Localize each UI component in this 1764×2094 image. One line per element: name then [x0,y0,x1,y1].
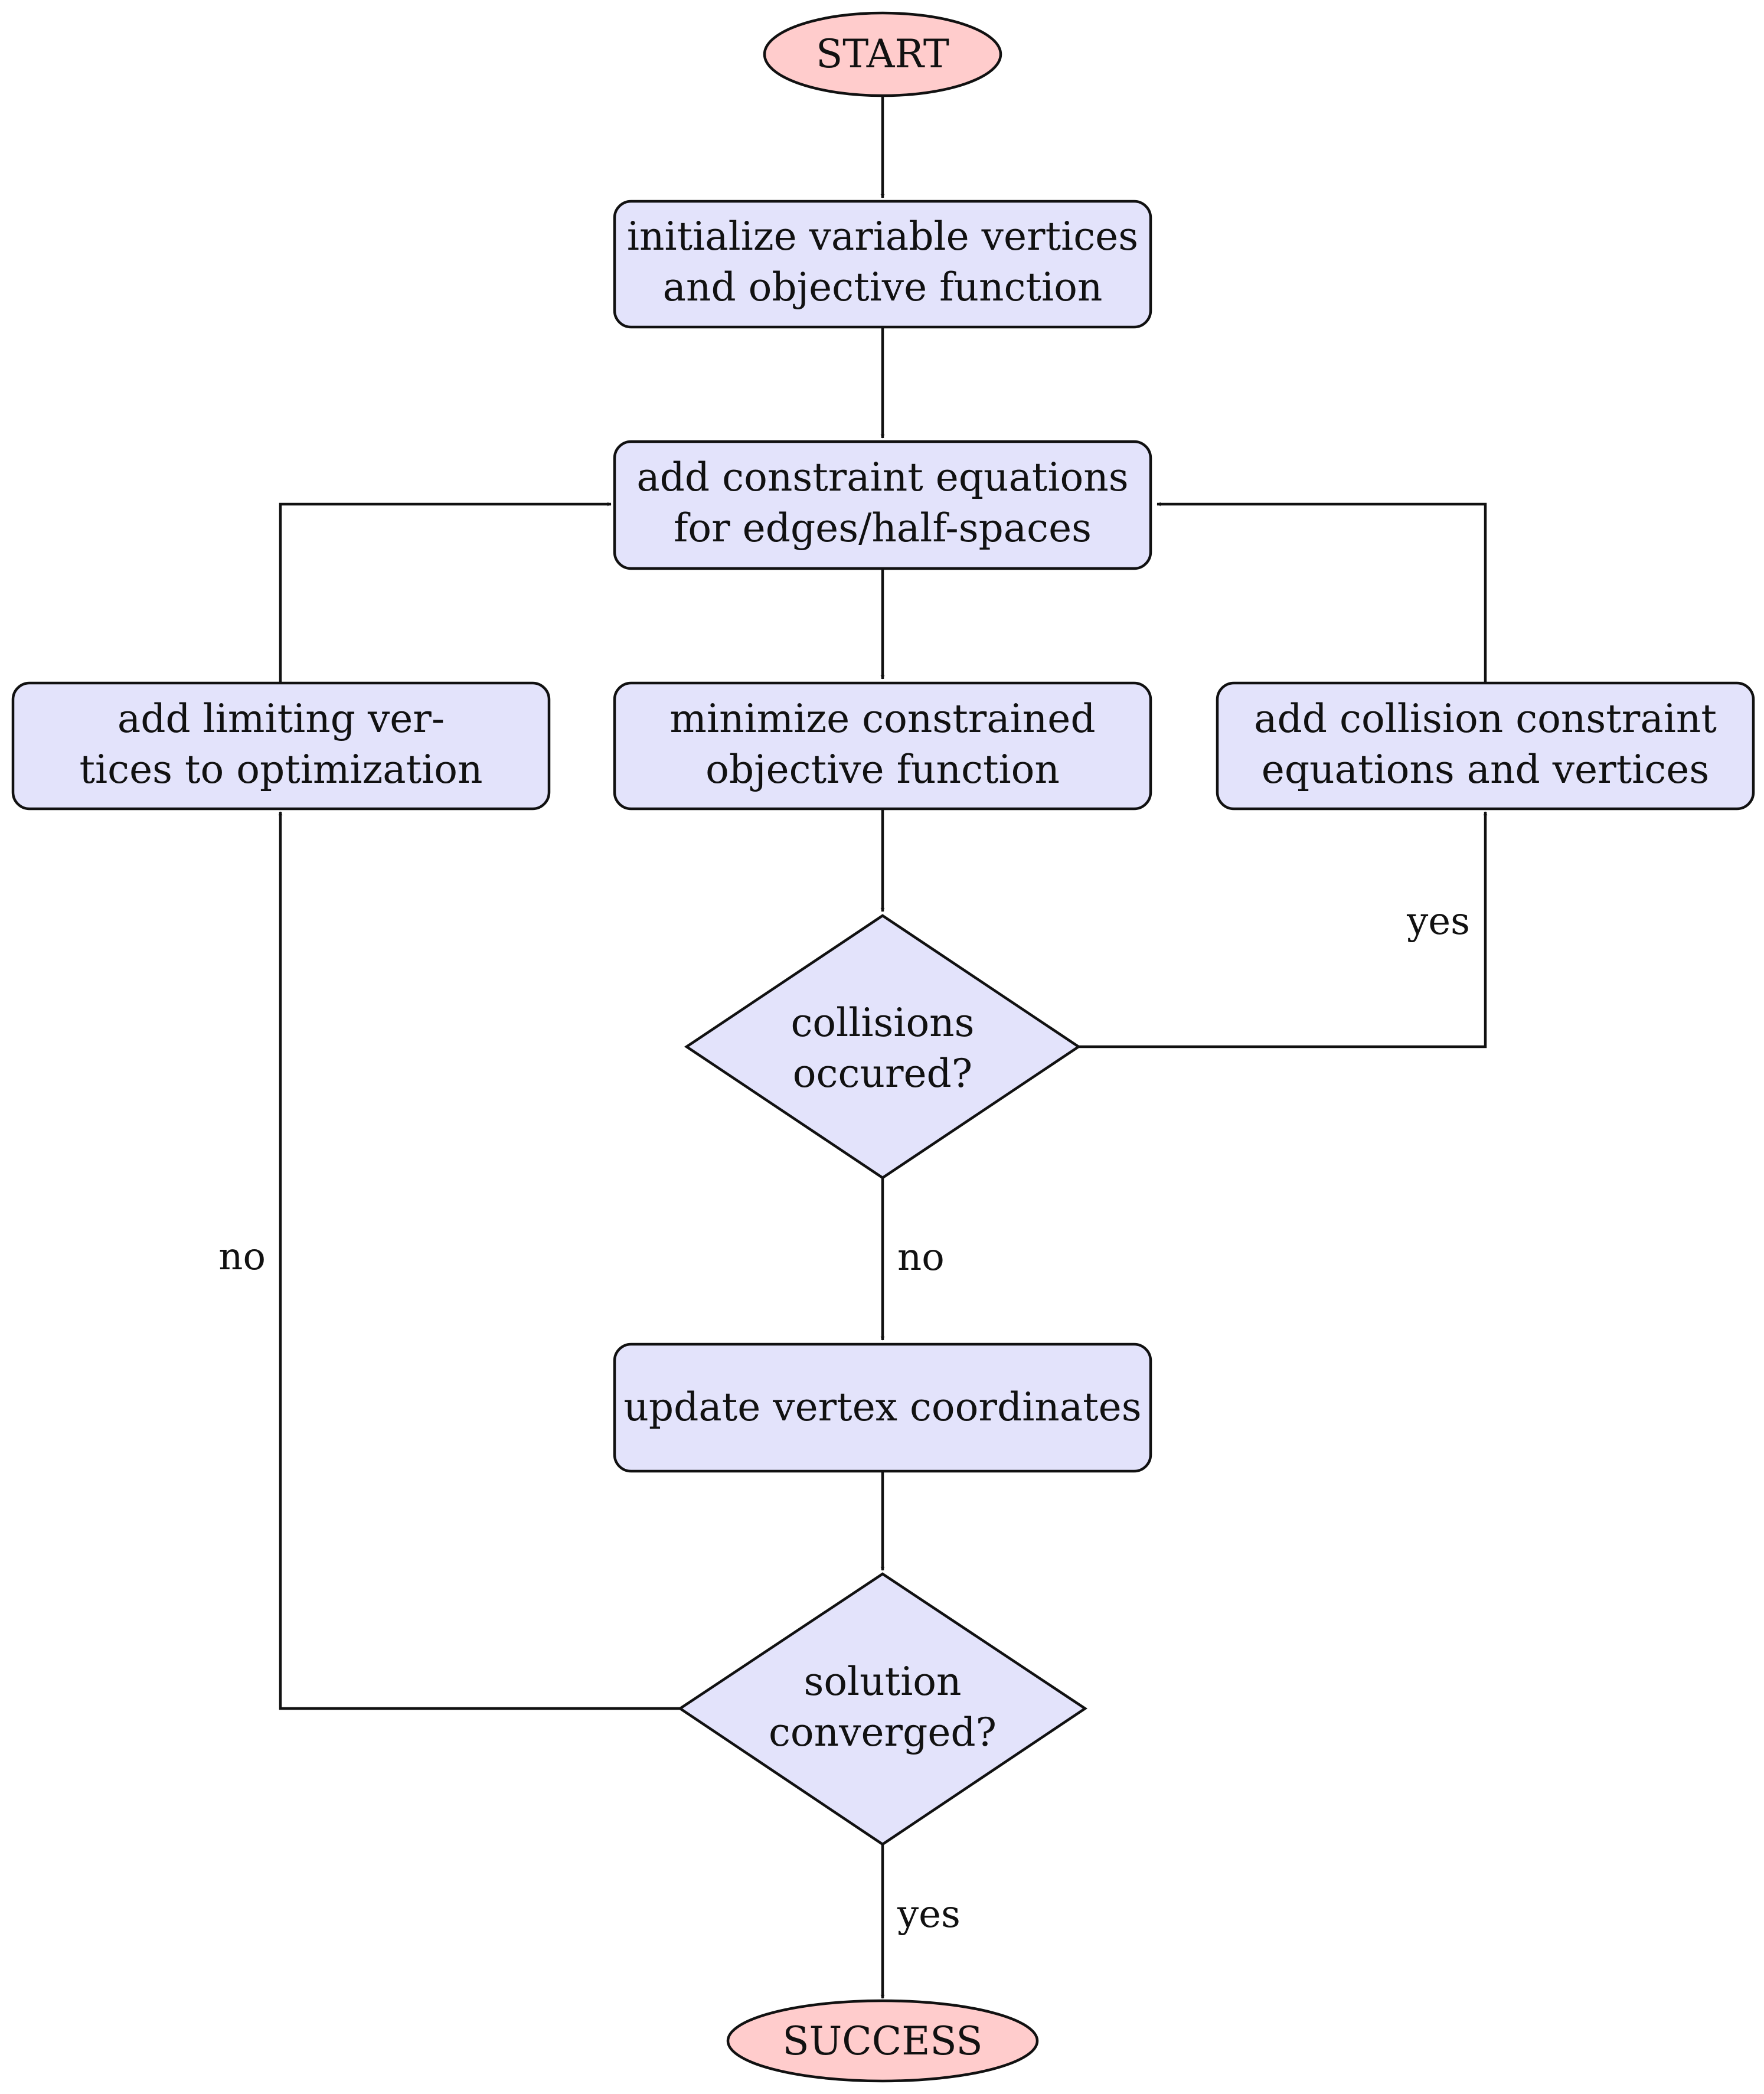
edge-collision-add-to-constraints [1157,502,1487,683]
edge-labels: yes no no yes [218,900,1470,1936]
start-terminal: START [763,11,1002,97]
converged-label-line-2: converged? [769,1710,997,1755]
constraints-label-line-1: add constraint equations [636,455,1128,500]
collisions-label-line-1: collisions [790,1000,974,1046]
collisions-label-line-2: occured? [793,1051,972,1096]
edges [278,96,1488,1999]
limiting-process: add limiting ver- tices to optimization [11,681,551,811]
start-label: START [816,31,949,77]
collision-add-process: add collision constraint equations and v… [1216,681,1755,811]
init-label-line-2: and objective function [663,264,1103,310]
nodes: START initialize variable vertices and o… [11,11,1755,2083]
label-converged-no: no [218,1235,266,1279]
label-converged-yes: yes [897,1893,961,1936]
label-collisions-no: no [897,1236,945,1279]
init-process: initialize variable vertices and objecti… [613,200,1152,329]
constraints-process: add constraint equations for edges/half-… [613,440,1152,570]
collisions-decision: collisions occured? [684,914,1082,1180]
init-label-line-1: initialize variable vertices [627,214,1138,259]
collision-add-label-line-2: equations and vertices [1262,747,1709,792]
update-label: update vertex coordinates [623,1384,1141,1430]
constraints-label-line-2: for edges/half-spaces [674,505,1092,551]
limiting-label-line-2: tices to optimization [79,747,482,792]
limiting-label-line-1: add limiting ver- [117,696,445,741]
edge-limiting-to-constraints [279,502,612,683]
converged-label-line-1: solution [803,1659,961,1704]
label-collisions-yes: yes [1406,900,1470,943]
converged-decision: solution converged? [677,1572,1088,1846]
edge-converged-no-to-limiting [278,811,680,1710]
success-terminal: SUCCESS [726,1999,1039,2083]
minimize-label-line-1: minimize constrained [669,696,1095,741]
update-process: update vertex coordinates [613,1342,1152,1473]
minimize-label-line-2: objective function [705,747,1060,792]
edge-collisions-yes-to-collision-add [1079,811,1488,1048]
minimize-process: minimize constrained objective function [613,681,1152,811]
success-label: SUCCESS [782,2018,982,2064]
collision-add-label-line-1: add collision constraint [1254,696,1717,741]
